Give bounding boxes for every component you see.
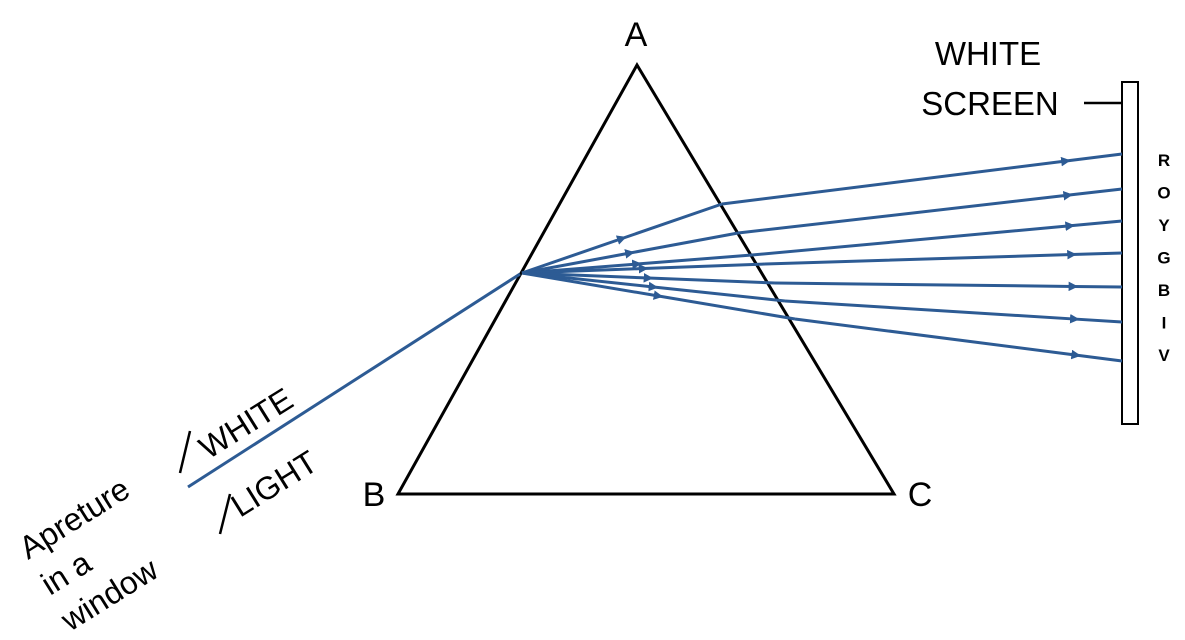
inner-ray-v (521, 271, 796, 321)
screen-label-line2: SCREEN (921, 85, 1059, 122)
inner-ray-i (521, 271, 786, 303)
inner-ray-o (521, 231, 739, 275)
emergent-ray-g (764, 249, 1123, 266)
vertex-label-b: B (363, 476, 386, 514)
incident-white-ray (187, 272, 521, 489)
vertex-label-a: A (625, 16, 648, 54)
emergent-ray-y (751, 219, 1123, 257)
white-screen (1121, 81, 1139, 425)
vertex-label-c: C (908, 476, 933, 514)
prism-triangle (395, 62, 897, 496)
spectrum-letter-o: O (1157, 184, 1170, 203)
inner-ray-g (521, 262, 766, 275)
spectrum-letter-g: G (1157, 249, 1170, 268)
spectrum-letter-r: R (1158, 151, 1170, 170)
inner-rays (521, 202, 796, 321)
outer-rays (721, 152, 1123, 363)
emergent-ray-o (737, 187, 1123, 235)
spectrum-letter-y: Y (1158, 216, 1170, 235)
spectrum-letter-v: V (1158, 346, 1170, 365)
emergent-ray-r (721, 152, 1123, 206)
spectrum-letter-b: B (1158, 281, 1170, 300)
spectrum-letter-i: I (1162, 314, 1167, 333)
aperture-mark-lower (218, 493, 232, 535)
emergent-ray-b (774, 281, 1123, 292)
aperture-mark-upper (178, 430, 192, 474)
white-light-label-line1: WHITE (193, 381, 300, 466)
inner-ray-y (521, 253, 753, 275)
inner-ray-r (521, 202, 723, 275)
emergent-ray-v (794, 317, 1123, 363)
inner-ray-b (521, 271, 776, 285)
emergent-ray-i (784, 299, 1123, 324)
screen-label-line1: WHITE (935, 35, 1041, 72)
